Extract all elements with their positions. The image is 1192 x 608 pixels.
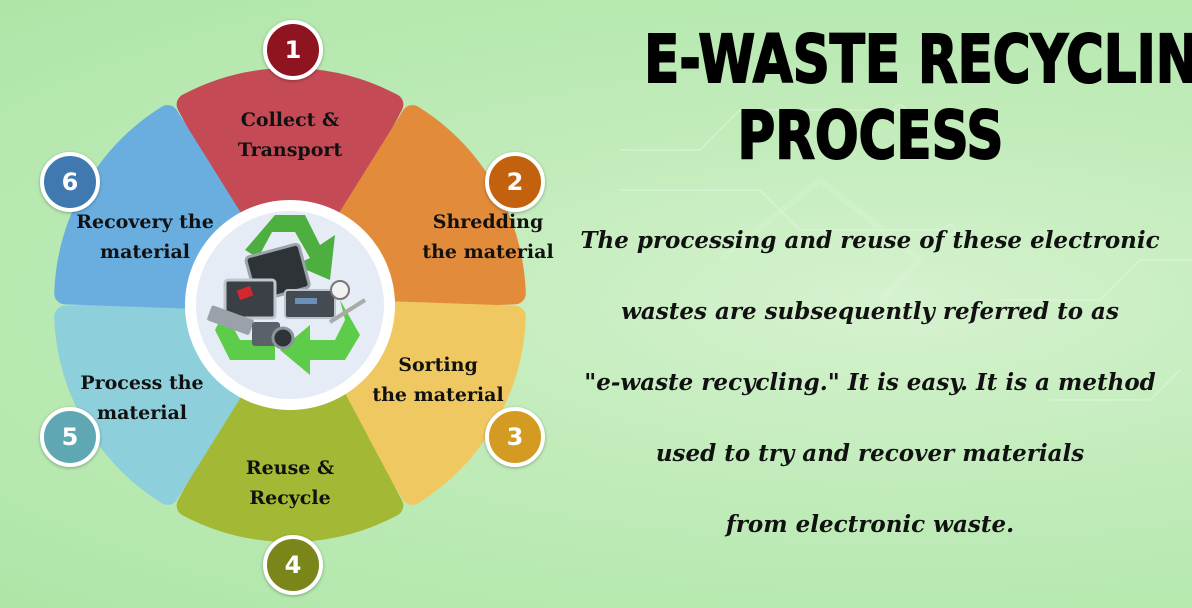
step-label-line: Transport — [237, 139, 343, 161]
description-line: wastes are subsequently referred to as — [621, 298, 1119, 325]
description-line: "e-waste recycling." It is easy. It is a… — [584, 369, 1156, 396]
step-label: Process the material — [42, 368, 242, 428]
step-label: Sorting the material — [338, 350, 538, 410]
step-label-line: Collect & — [240, 109, 340, 131]
step-number-badge: 6 — [40, 152, 100, 212]
step-label-line: Recycle — [249, 487, 331, 509]
step-label: Collect & Transport — [190, 105, 390, 165]
step-number-badge: 2 — [485, 152, 545, 212]
step-label-line: Reuse & — [245, 457, 335, 479]
step-label: Recovery the material — [45, 207, 245, 267]
description-line: from electronic waste. — [725, 511, 1015, 538]
step-label-line: the material — [372, 384, 504, 406]
step-label: Reuse & Recycle — [190, 453, 390, 513]
description: The processing and reuse of these electr… — [575, 205, 1165, 560]
description-line: used to try and recover materials — [655, 440, 1085, 467]
step-label-line: Shredding — [432, 211, 544, 233]
page-title: E-WASTE RECYCLING PROCESS — [643, 21, 1192, 175]
process-wheel — [54, 68, 526, 542]
petal-step-4 — [176, 302, 404, 542]
step-label-line: material — [99, 241, 191, 263]
step-label-line: Process the — [80, 372, 204, 394]
step-number-badge: 5 — [40, 407, 100, 467]
step-label-line: the material — [422, 241, 554, 263]
step-label-line: material — [96, 402, 188, 424]
step-label-line: Sorting — [398, 354, 478, 376]
step-number-badge: 1 — [263, 20, 323, 80]
description-line: The processing and reuse of these electr… — [580, 227, 1160, 254]
step-number-badge: 3 — [485, 407, 545, 467]
step-label: Shredding the material — [388, 207, 588, 267]
recycle-electronics-icon — [207, 215, 367, 375]
step-number-badge: 4 — [263, 535, 323, 595]
step-label-line: Recovery the — [76, 211, 214, 233]
